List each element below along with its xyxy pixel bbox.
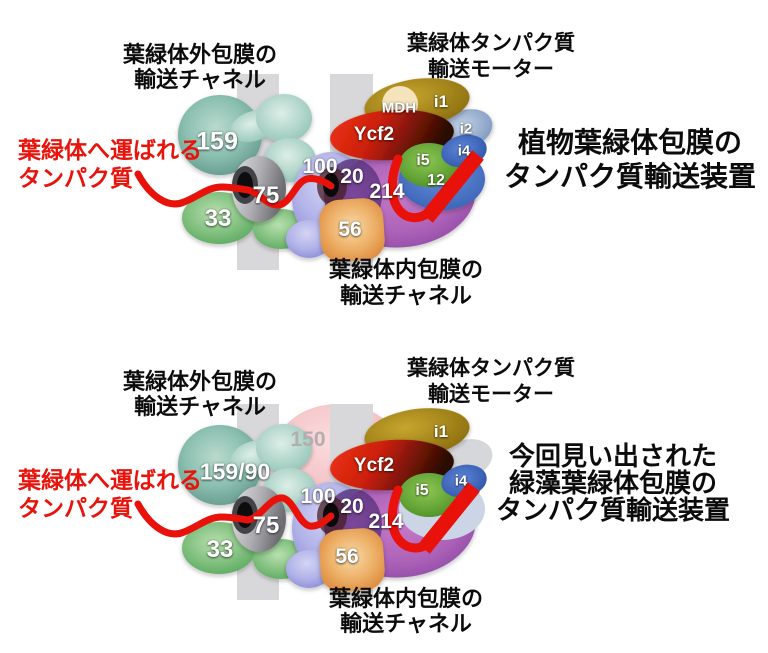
top-cargo-label: 葉緑体へ運ばれる タンパク質	[18, 136, 202, 192]
cargo-ribbon-loop	[387, 485, 431, 553]
tic20-label: 20	[340, 495, 364, 518]
motor-cluster	[330, 78, 493, 223]
bottom-outer-channel-label: 葉緑体外包膜の 輸送チャネル	[123, 369, 277, 419]
tic150-ghost-label: 150	[290, 428, 326, 451]
bottom-motor-label: 葉緑体タンパク質 輸送モーター	[407, 356, 575, 408]
top-caption-line2: タンパク質輸送装置	[503, 161, 757, 192]
bottom-outer-channel-line2: 輸送チャネル	[134, 394, 266, 419]
top-inner-channel-line2: 輸送チャネル	[340, 283, 472, 308]
tic20-label: 20	[340, 165, 364, 188]
tic100-label: 100	[302, 155, 338, 178]
top-motor-line2: 輸送モーター	[428, 58, 554, 81]
top-cargo-line1: 葉緑体へ運ばれる	[18, 137, 202, 163]
i1-label: i1	[433, 422, 449, 441]
diagram-plant	[134, 74, 493, 270]
outer-pore	[237, 502, 253, 528]
tic56-label: 56	[338, 218, 362, 241]
bottom-cargo-line2: タンパク質	[18, 495, 133, 521]
tic100-label: 100	[300, 485, 336, 508]
tic214-label: 214	[368, 510, 404, 533]
bottom-cargo-line1: 葉緑体へ運ばれる	[18, 467, 202, 493]
toc159-90-label: 159/90	[199, 458, 271, 485]
toc33-label: 33	[204, 205, 232, 232]
bottom-outer-channel-line1: 葉緑体外包膜の	[122, 369, 278, 394]
bottom-cargo-label: 葉緑体へ運ばれる タンパク質	[18, 466, 202, 522]
top-motor-label: 葉緑体タンパク質 輸送モーター	[407, 31, 575, 83]
mdh-label: MDH	[381, 99, 417, 117]
top-caption-line1: 植物葉緑体包膜の	[517, 127, 743, 158]
cargo-ribbon-loop	[387, 154, 433, 223]
cargo-protein-path	[134, 494, 335, 538]
bottom-inner-channel-line2: 輸送チャネル	[340, 611, 472, 636]
top-inner-channel-line1: 葉緑体内包膜の	[328, 257, 484, 282]
i1-label: i1	[433, 92, 449, 111]
top-motor-line1: 葉緑体タンパク質	[407, 32, 575, 55]
top-outer-channel-label: 葉緑体外包膜の 輸送チャネル	[123, 42, 277, 92]
i5-label: i5	[416, 152, 430, 169]
cargo-ribbon	[421, 150, 484, 223]
bottom-motor-line1: 葉緑体タンパク質	[407, 357, 575, 380]
ycf2-label: Ycf2	[353, 124, 395, 145]
bottom-caption-line3: タンパク質輸送装置	[495, 495, 731, 525]
bottom-caption-line2: 緑藻葉緑体包膜の	[508, 468, 718, 498]
tic56-blob	[319, 528, 385, 592]
tic56-label: 56	[335, 545, 359, 568]
cargo-protein-path	[134, 170, 335, 209]
toc33-label: 33	[206, 536, 234, 563]
top-caption: 植物葉緑体包膜の タンパク質輸送装置	[504, 126, 756, 194]
toc75-label: 75	[252, 182, 280, 209]
tic214-label: 214	[369, 180, 405, 203]
diagram-green-algae	[134, 404, 493, 600]
bottom-motor-line2: 輸送モーター	[428, 383, 554, 406]
i4-label: i4	[454, 472, 468, 490]
i5-label: i5	[415, 482, 429, 499]
ycf2-label: Ycf2	[353, 455, 395, 476]
motor-cluster	[330, 408, 493, 554]
top-outer-channel-line2: 輸送チャネル	[134, 67, 266, 92]
tic12-label: 12	[427, 172, 445, 189]
top-outer-channel-line1: 葉緑体外包膜の	[122, 42, 278, 67]
bottom-inner-channel-label: 葉緑体内包膜の 輸送チャネル	[329, 586, 483, 636]
top-inner-channel-label: 葉緑体内包膜の 輸送チャネル	[329, 257, 483, 309]
bottom-inner-channel-line1: 葉緑体内包膜の	[328, 586, 484, 611]
i4-label: i4	[457, 142, 471, 160]
toc159-label: 159	[196, 127, 238, 156]
bottom-caption: 今回見い出された 緑藻葉緑体包膜の タンパク質輸送装置	[496, 443, 730, 524]
cargo-ribbon	[418, 482, 480, 554]
bottom-caption-line1: 今回見い出された	[508, 441, 718, 471]
i2-label: i2	[459, 120, 473, 138]
top-cargo-line2: タンパク質	[18, 165, 133, 191]
tic56-blob	[319, 198, 385, 262]
toc75-label: 75	[252, 512, 280, 539]
